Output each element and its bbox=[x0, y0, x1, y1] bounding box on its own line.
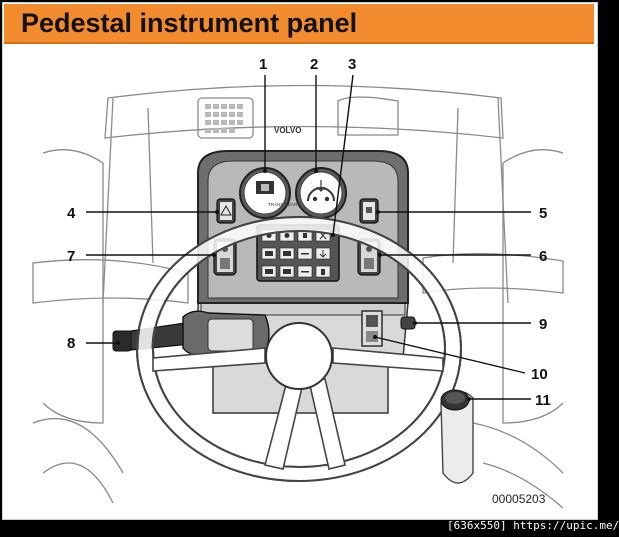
side-switch-panel bbox=[361, 310, 383, 347]
trans-gear-gauge: TRANS GEAR bbox=[239, 167, 298, 219]
callout-10: 10 bbox=[531, 366, 548, 383]
callout-9: 9 bbox=[539, 316, 547, 333]
cab-background bbox=[32, 84, 564, 509]
steering-wheel bbox=[136, 216, 462, 482]
multifunction-lever bbox=[112, 310, 270, 357]
document-number: 00005203 bbox=[492, 492, 546, 506]
callout-1: 1 bbox=[259, 56, 267, 73]
diagram-frame: Pedestal instrument panel bbox=[2, 2, 598, 520]
indicator-gauge bbox=[295, 167, 347, 219]
brand-logo-text: VOLVO bbox=[274, 126, 301, 135]
callout-8: 8 bbox=[67, 335, 75, 352]
callout-7: 7 bbox=[67, 248, 75, 265]
steering-knob bbox=[440, 389, 474, 484]
callout-11: 11 bbox=[535, 392, 551, 409]
callout-4: 4 bbox=[67, 205, 76, 222]
callout-6: 6 bbox=[539, 248, 547, 265]
callout-2: 2 bbox=[310, 56, 318, 73]
warning-lamp-grid bbox=[256, 224, 340, 282]
pedestal-diagram: VOLVO TRANS GEAR bbox=[32, 56, 564, 509]
speaker-grill bbox=[205, 104, 243, 133]
hazard-switch bbox=[216, 198, 236, 224]
watermark-text: [636x550] https://upic.me/ bbox=[447, 519, 619, 532]
right-upper-switch bbox=[359, 198, 379, 224]
header-bar: Pedestal instrument panel bbox=[4, 4, 594, 44]
callout-labels: 1 2 3 4 5 6 7 8 9 10 11 bbox=[67, 56, 551, 409]
page-title: Pedestal instrument panel bbox=[21, 8, 358, 38]
side-knob bbox=[400, 316, 416, 330]
callout-3: 3 bbox=[348, 56, 356, 73]
gauge-label: TRANS GEAR bbox=[268, 202, 298, 207]
leader-dots bbox=[116, 169, 471, 401]
leader-lines bbox=[86, 74, 531, 400]
callout-5: 5 bbox=[539, 205, 547, 222]
